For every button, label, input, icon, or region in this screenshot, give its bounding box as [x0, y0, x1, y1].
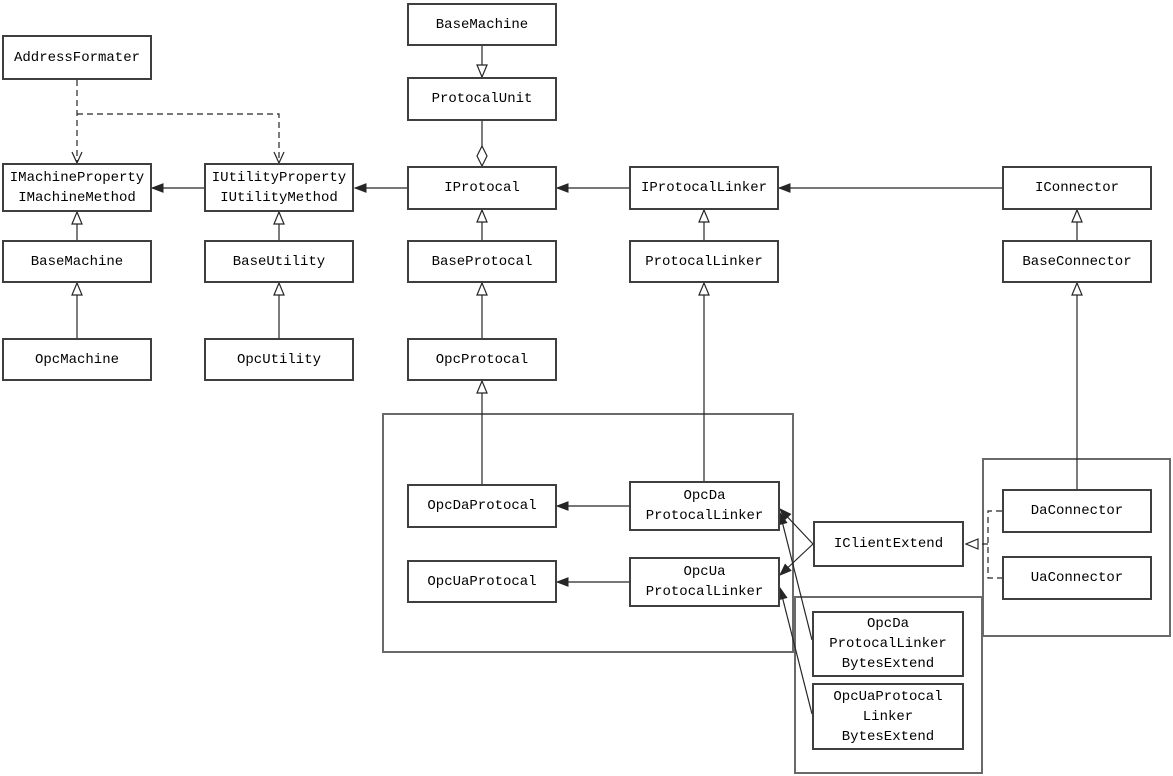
class-label: UaConnector	[1030, 570, 1124, 586]
class-label: OpcUaProtocal	[833, 688, 943, 705]
class-opc-utility: OpcUtility	[204, 338, 354, 381]
class-protocal-linker: ProtocalLinker	[629, 240, 779, 283]
class-label: ProtocalLinker	[645, 508, 764, 524]
class-iprotocal: IProtocal	[407, 166, 557, 210]
class-label: IUtilityProperty	[211, 169, 347, 186]
class-opc-machine: OpcMachine	[2, 338, 152, 381]
class-base-machine: BaseMachine	[2, 240, 152, 283]
class-label: BaseProtocal	[431, 253, 533, 270]
class-label: IProtocalLinker	[640, 180, 768, 196]
class-label: IMachineMethod	[18, 189, 136, 206]
class-opcda-protocal: OpcDaProtocal	[407, 484, 557, 528]
class-iprotocal-linker: IProtocalLinker	[629, 166, 779, 210]
class-label: OpcProtocal	[435, 351, 529, 368]
class-address-formater: AddressFormater	[2, 35, 152, 80]
class-label: IConnector	[1034, 180, 1119, 196]
class-da-connector: DaConnector	[1002, 489, 1152, 533]
class-base-connector: BaseConnector	[1002, 240, 1152, 283]
class-label: DaConnector	[1030, 503, 1124, 519]
class-opc-protocal: OpcProtocal	[407, 338, 557, 381]
class-label: BaseMachine	[435, 16, 529, 33]
class-label: ProtocalLinker	[645, 584, 764, 600]
class-ua-connector: UaConnector	[1002, 556, 1152, 600]
class-label: BaseConnector	[1022, 253, 1132, 270]
class-label: IProtocal	[444, 180, 520, 196]
class-iclient-extend: IClientExtend	[813, 521, 964, 567]
class-protocal-unit: ProtocalUnit	[407, 77, 557, 121]
class-label: BytesExtend	[841, 656, 935, 672]
class-label: BaseUtility	[232, 253, 326, 270]
class-label: ProtocalUnit	[431, 91, 533, 107]
class-label: IMachineProperty	[9, 169, 145, 186]
class-label: BytesExtend	[841, 728, 935, 745]
class-opcua-protocal: OpcUaProtocal	[407, 560, 557, 603]
class-label: ProtocalLinker	[645, 253, 763, 270]
class-label: IClientExtend	[833, 536, 944, 552]
class-label: IUtilityMethod	[220, 189, 338, 206]
class-label: BaseMachine	[30, 253, 124, 270]
class-label: OpcMachine	[34, 351, 119, 368]
class-label: AddressFormater	[13, 49, 141, 66]
class-label: OpcDa	[683, 488, 726, 504]
class-label: OpcDaProtocal	[427, 498, 537, 514]
class-label: OpcUaProtocal	[427, 573, 537, 590]
class-label: Linker	[862, 708, 914, 725]
class-label: OpcDa	[866, 616, 909, 632]
class-label: ProtocalLinker	[829, 636, 947, 652]
class-iconnector: IConnector	[1002, 166, 1152, 210]
class-base-utility: BaseUtility	[204, 240, 354, 283]
class-label: OpcUa	[683, 564, 726, 580]
class-base-protocal: BaseProtocal	[407, 240, 557, 283]
class-base-machine-top: BaseMachine	[407, 3, 557, 46]
class-label: OpcUtility	[236, 351, 321, 368]
